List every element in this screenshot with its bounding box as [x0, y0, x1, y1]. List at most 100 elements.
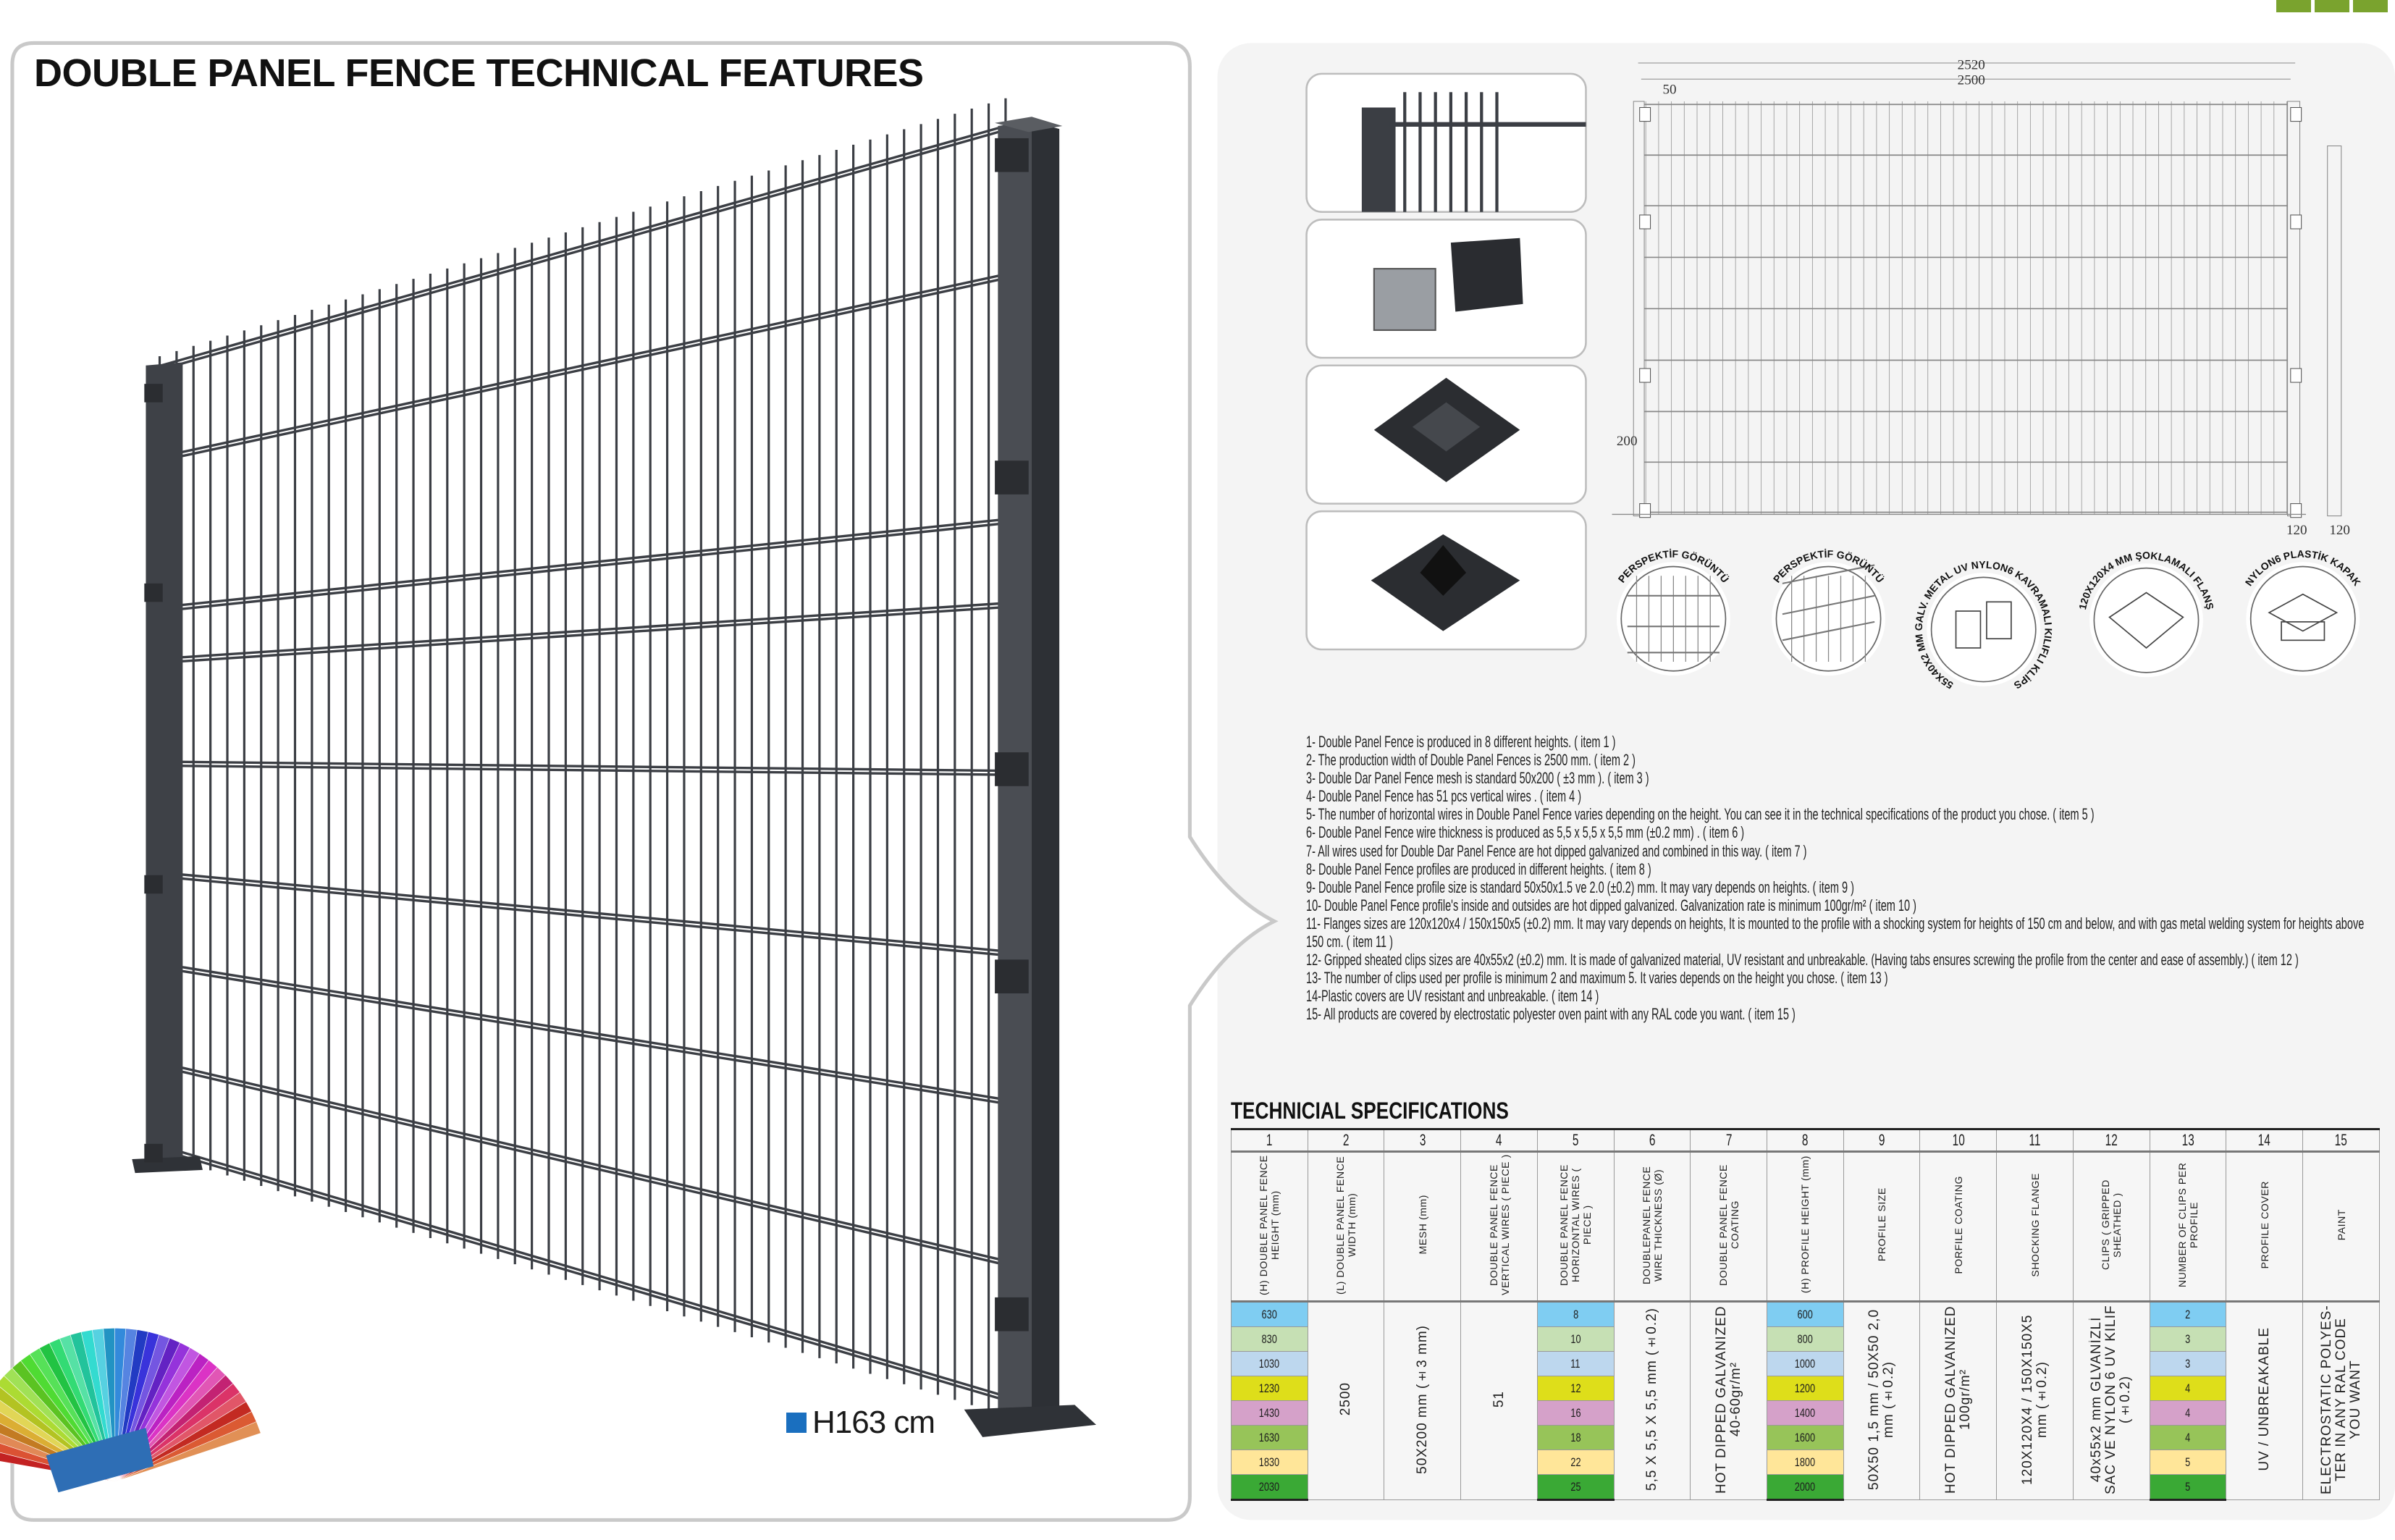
column-number-text: 6 — [1649, 1131, 1656, 1149]
height-marker-icon — [786, 1413, 807, 1433]
plastic-cap-icon — [1373, 377, 1520, 482]
column-number-text: 12 — [2105, 1131, 2118, 1149]
column-header-text: PROFILE COVER — [2258, 1180, 2270, 1269]
clip-icon — [144, 875, 163, 894]
cell-value: ELECTROSTATIC POLYES-TER IN ANY RAL CODE… — [2318, 1304, 2363, 1494]
cell-value: 1000 — [1795, 1356, 1816, 1371]
cell-value: 5 — [2185, 1455, 2191, 1469]
dimension-labels: 2520 2500 50 200 120 120 — [1617, 57, 2350, 538]
horizontal-wire — [150, 518, 1006, 610]
table-cell: 1630 — [1231, 1425, 1308, 1450]
merged-cell: UV / UNBREAKABLE — [2226, 1301, 2304, 1500]
table-cell: 800 — [1767, 1326, 1844, 1352]
merged-cell: ELECTROSTATIC POLYES-TER IN ANY RAL CODE… — [2302, 1301, 2380, 1500]
table-cell: 18 — [1536, 1425, 1615, 1450]
column-number-text: 5 — [1572, 1131, 1579, 1149]
cell-value: 2 — [2185, 1307, 2191, 1321]
column-header-text: (L) DOUBLE PANEL FENCE WIDTH (mm) — [1334, 1155, 1358, 1295]
table-cell: 5 — [2149, 1449, 2227, 1475]
cell-value: 4 — [2185, 1381, 2191, 1395]
cell-value: 830 — [1261, 1331, 1277, 1346]
column-header: DOUBLE PANEL FENCE VERTICAL WIRES ( PIEC… — [1460, 1151, 1538, 1303]
column-header: PROFILE COVER — [2226, 1151, 2304, 1303]
table-cell: 1230 — [1231, 1376, 1308, 1401]
post-cap-icon — [995, 117, 1063, 132]
column-header-text: PROFILE SIZE — [1876, 1187, 1888, 1262]
column-number-text: 3 — [1419, 1131, 1426, 1149]
column-number: 5 — [1536, 1128, 1615, 1153]
column-header: (H) DOUBLE PANEL FENCE HEIGHT (mm) — [1231, 1151, 1308, 1303]
table-cell: 1830 — [1231, 1449, 1308, 1475]
table-cell: 25 — [1536, 1474, 1615, 1501]
horizontal-wire — [150, 522, 1006, 614]
features-list: 1- Double Panel Fence is produced in 8 d… — [1306, 733, 2376, 1024]
clip-icon — [1373, 237, 1523, 332]
flange-icon — [2093, 567, 2200, 673]
cell-value: 11 — [1570, 1356, 1580, 1371]
horizontal-wire — [150, 128, 1006, 374]
column-number-text: 11 — [2029, 1131, 2041, 1149]
page-title: DOUBLE PANEL FENCE TECHNICAL FEATURES — [34, 51, 924, 95]
cell-value: 800 — [1797, 1331, 1814, 1346]
brand-squares — [2276, 0, 2388, 12]
column-header-text: CLIPS ( GRIPPED SHEATHED ) — [2100, 1179, 2123, 1270]
feature-item: 8- Double Panel Fence profiles are produ… — [1306, 859, 1651, 878]
table-cell: 630 — [1231, 1301, 1308, 1327]
horizontal-wire — [150, 961, 1006, 1101]
dim-post-side: 120 — [2329, 523, 2350, 538]
cell-value: 5 — [2185, 1479, 2191, 1494]
column-number-text: 8 — [1802, 1131, 1809, 1149]
merged-cell: 51 — [1460, 1301, 1538, 1500]
cell-value: 25 — [1570, 1479, 1581, 1494]
column-header: (L) DOUBLE PANEL FENCE WIDTH (mm) — [1307, 1151, 1385, 1303]
brand-square — [2353, 0, 2388, 12]
feature-item: 14-Plastic covers are UV resistant and u… — [1306, 987, 1599, 1006]
cell-value: 2030 — [1259, 1479, 1280, 1494]
clip-icon — [995, 752, 1029, 786]
horizontal-wire — [150, 273, 1006, 460]
table-cell: 830 — [1231, 1326, 1308, 1352]
column-number: 12 — [2072, 1128, 2150, 1153]
column-header-text: DOUBLE PANEL FENCE HORIZONTAL WIRES ( PI… — [1558, 1164, 1594, 1286]
column-header-text: PORFILE COATING — [1952, 1175, 1964, 1274]
cell-value: 1200 — [1795, 1381, 1816, 1395]
column-number-text: 14 — [2258, 1131, 2271, 1149]
feature-item: 9- Double Panel Fence profile size is st… — [1306, 878, 1854, 896]
fence-render — [132, 98, 1097, 1437]
column-number-text: 7 — [1725, 1131, 1732, 1149]
thumbnail-1 — [1305, 72, 1587, 213]
cell-value: 1230 — [1259, 1381, 1280, 1395]
table-cell: 1430 — [1231, 1400, 1308, 1426]
column-header-text: NUMBER OF CLIPS PER PROFILE — [2176, 1162, 2200, 1287]
column-number: 6 — [1613, 1128, 1691, 1153]
table-cell: 22 — [1536, 1449, 1615, 1475]
feature-item: 6- Double Panel Fence wire thickness is … — [1306, 823, 1745, 842]
column-header-text: (H) PROFILE HEIGHT (mm) — [1799, 1156, 1811, 1294]
column-number: 14 — [2226, 1128, 2304, 1153]
horizontal-wire — [150, 602, 1006, 661]
cell-value: 3 — [2185, 1331, 2191, 1346]
horizontal-wire — [150, 277, 1006, 465]
merged-cell: 5,5 X 5,5 X 5,5 mm (±0.2) — [1613, 1301, 1691, 1500]
column-number: 1 — [1231, 1128, 1308, 1153]
cell-value: 4 — [2185, 1430, 2191, 1444]
column-number: 3 — [1384, 1128, 1462, 1153]
table-cell: 1800 — [1767, 1449, 1844, 1475]
post-closeup-icon — [1361, 92, 1586, 212]
cap-mark — [2281, 621, 2325, 641]
feature-item: 5- The number of horizontal wires in Dou… — [1306, 805, 2095, 824]
cell-value: HOT DIPPED GALVANIZED 100gr/m² — [1942, 1305, 1973, 1494]
table-cell: 2 — [2149, 1301, 2227, 1327]
merged-cell: 50X200 mm (±3 mm) — [1384, 1301, 1462, 1500]
column-header: DOUBLE PANEL FENCE HORIZONTAL WIRES ( PI… — [1536, 1151, 1615, 1303]
horizontal-wire — [150, 874, 1006, 957]
table-cell: 1200 — [1767, 1376, 1844, 1401]
column-number: 4 — [1460, 1128, 1538, 1153]
column-header: MESH (mm) — [1384, 1151, 1462, 1303]
cell-value: 2500 — [1338, 1382, 1354, 1416]
horizontal-wire — [150, 1059, 1006, 1263]
column-header: (H) PROFILE HEIGHT (mm) — [1767, 1151, 1844, 1303]
